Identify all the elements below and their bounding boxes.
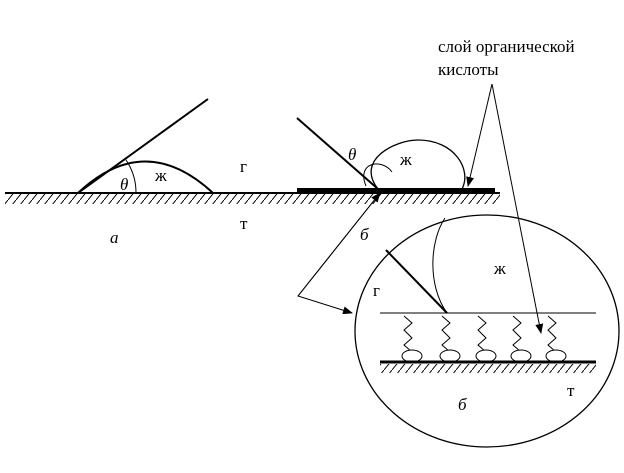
- callout-line-1: слой органической: [438, 37, 575, 56]
- substrate: [5, 192, 500, 204]
- caption-a: а: [110, 228, 119, 247]
- acid-molecule: [401, 315, 423, 363]
- theta-label-b: θ: [348, 145, 356, 164]
- diagram-b: θ ж б: [296, 117, 495, 244]
- zoom-gas-label: г: [373, 281, 380, 300]
- zoom-pointer-top: [297, 192, 381, 297]
- acid-molecule: [510, 315, 532, 363]
- diagram-a: θ ж г т а: [77, 98, 248, 247]
- liquid-label-b: ж: [399, 150, 412, 169]
- zoom-caption: б: [458, 395, 467, 414]
- substrate-hatching: [5, 194, 500, 204]
- zoom-drop-profile: [432, 217, 448, 314]
- callout-arrow-to-main: [466, 83, 493, 187]
- callout-line-2: кислоты: [438, 60, 499, 79]
- zoom-pointer: [297, 192, 381, 315]
- callout-arrow-to-zoom: [491, 83, 544, 334]
- liquid-label-a: ж: [154, 166, 167, 185]
- acid-molecule: [475, 315, 497, 363]
- tangent-line-b: [296, 117, 379, 190]
- theta-label-a: θ: [120, 175, 128, 194]
- drop-b-profile: [370, 139, 466, 190]
- acid-molecule: [439, 315, 461, 363]
- caption-b: б: [360, 225, 369, 244]
- angle-arc-b: [363, 163, 393, 187]
- drop-a-profile: [77, 160, 214, 194]
- zoom-circle: [354, 214, 620, 448]
- solid-label-a: т: [240, 214, 248, 233]
- acid-molecules: [401, 315, 567, 363]
- magnified-view: ж г т б: [354, 214, 620, 448]
- zoom-tangent-line: [385, 249, 448, 314]
- gas-label-a: г: [240, 157, 247, 176]
- angle-arc-a: [125, 159, 137, 194]
- tangent-line-a: [77, 98, 209, 194]
- acid-layer-callout: слой органической кислоты: [438, 37, 575, 334]
- zoom-liquid-label: ж: [493, 259, 506, 278]
- acid-molecule: [545, 315, 567, 363]
- zoom-solid-label: т: [567, 381, 575, 400]
- zoom-substrate-hatching: [380, 364, 596, 373]
